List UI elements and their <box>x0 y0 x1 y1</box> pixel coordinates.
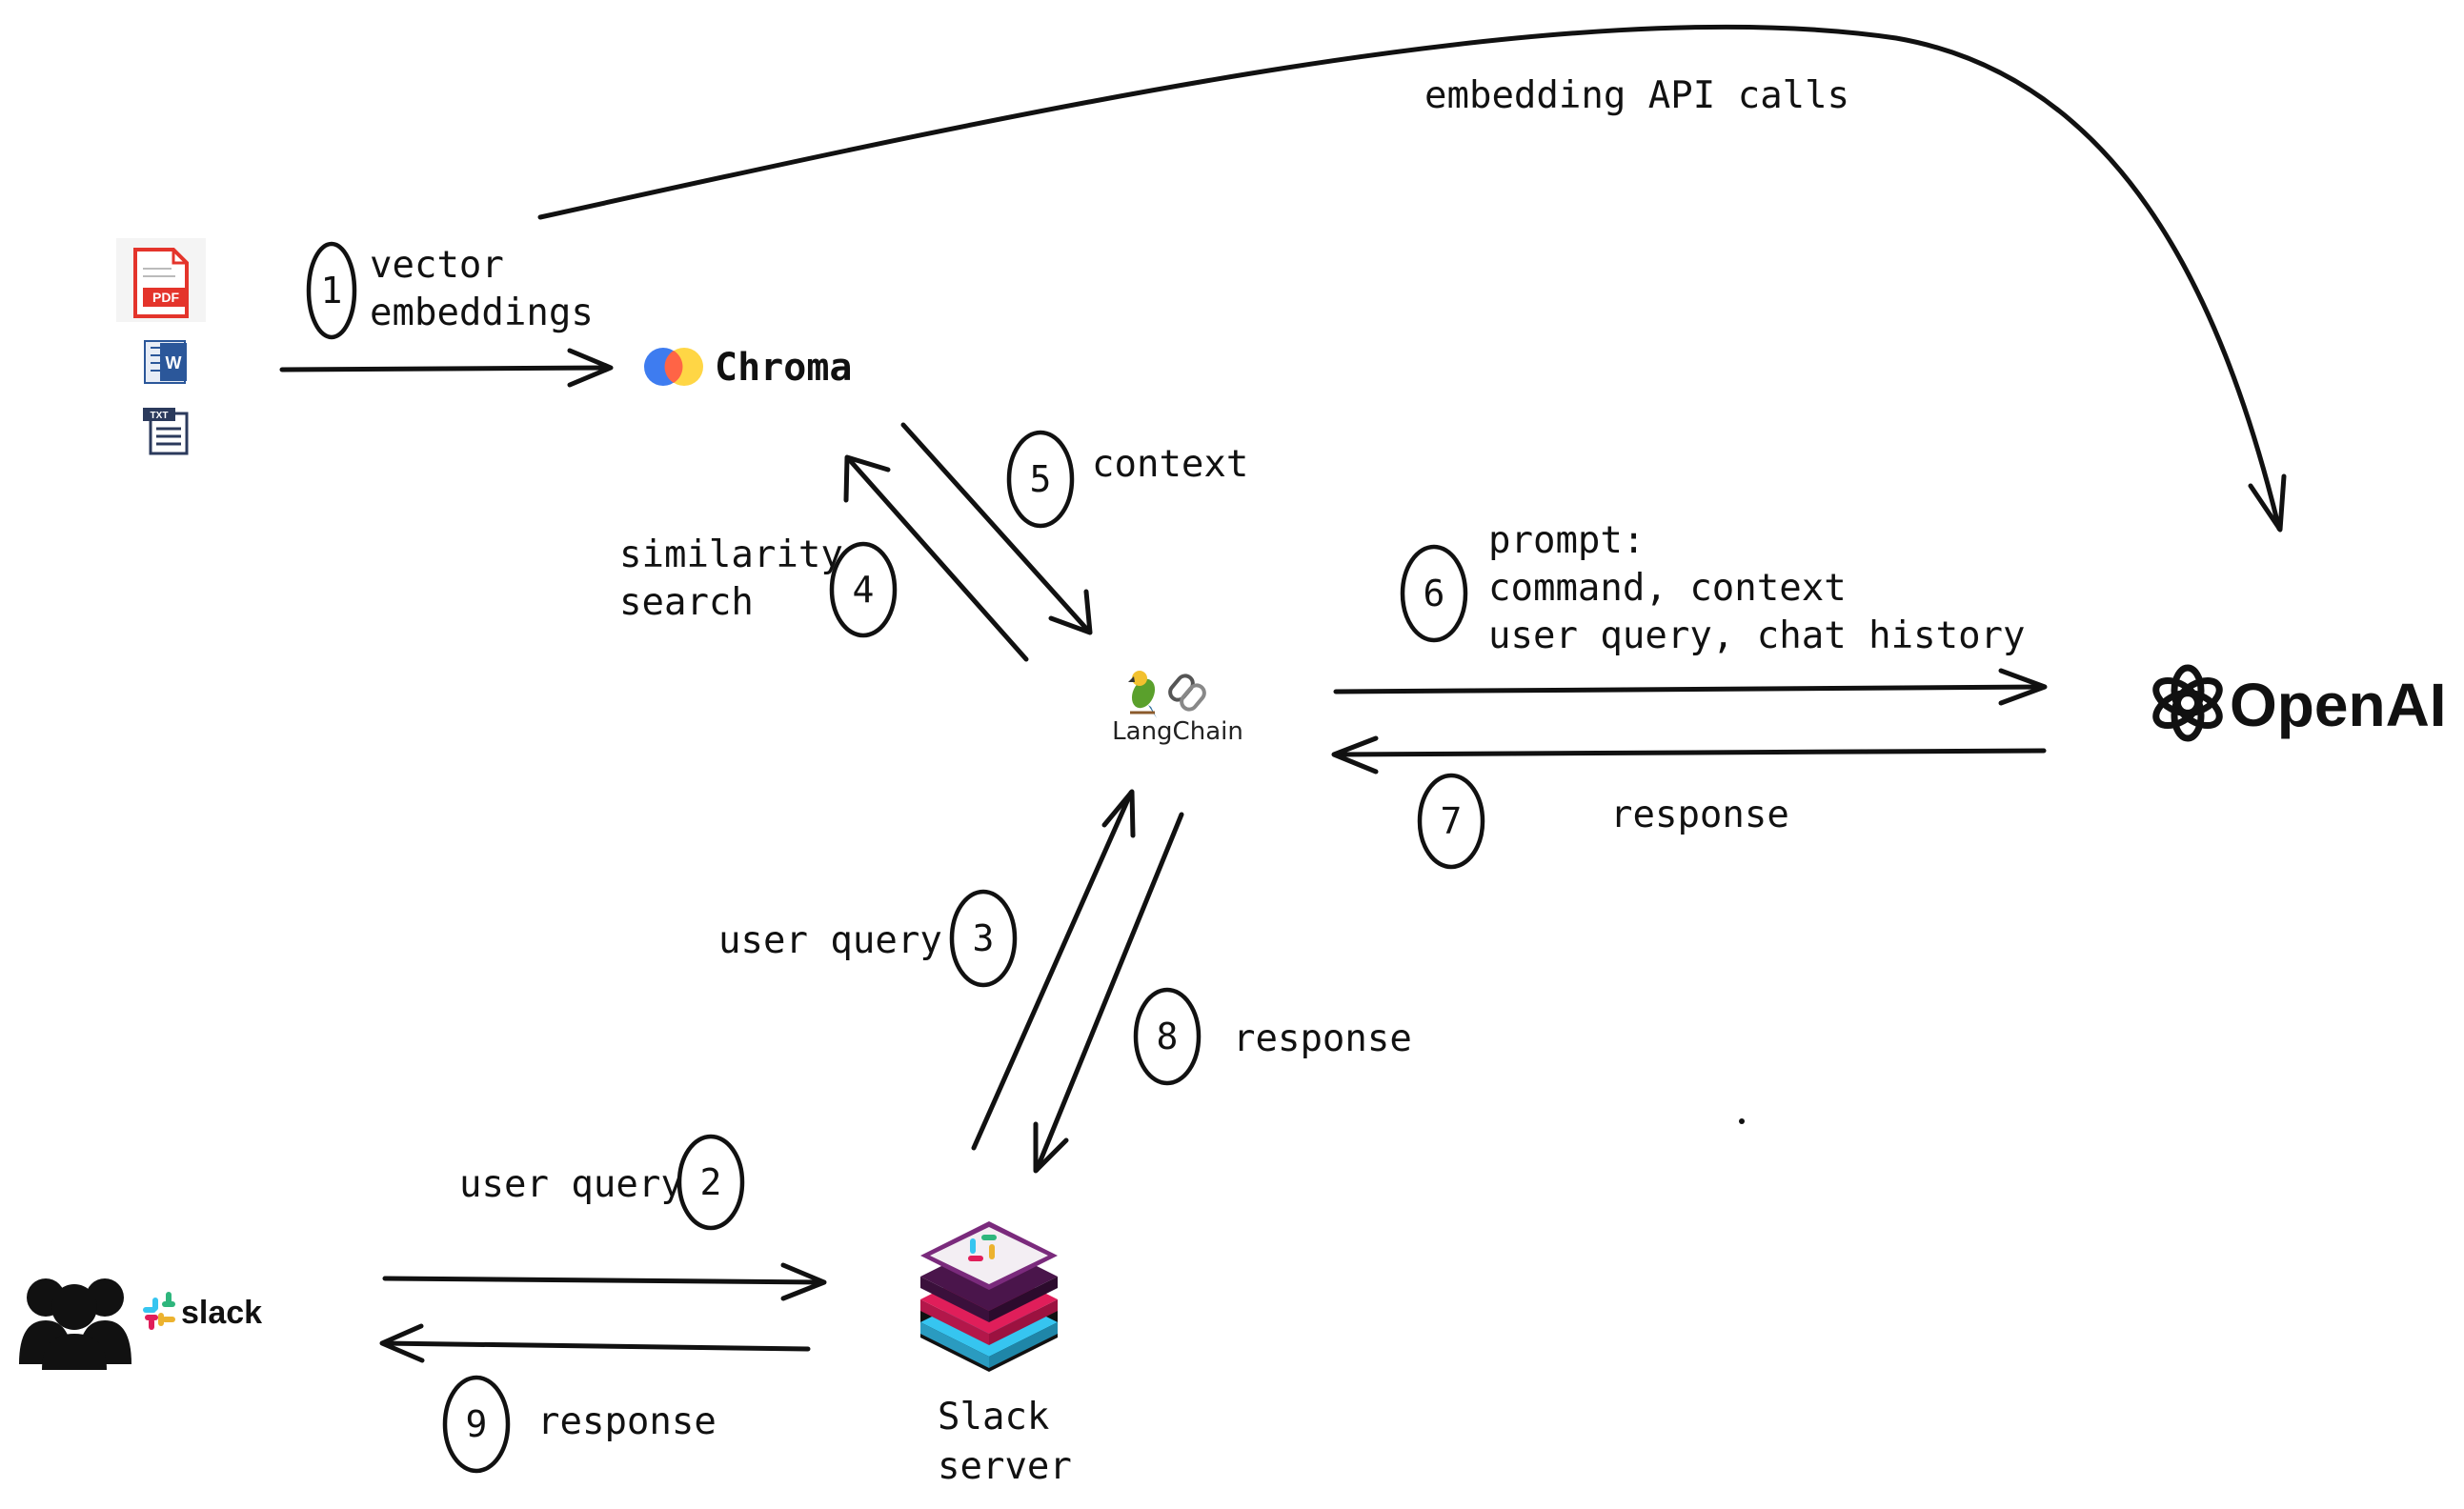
txt-label: TXT <box>151 411 169 421</box>
users-icon <box>19 1278 131 1370</box>
arrowhead-4 <box>843 454 891 503</box>
label-prompt: prompt: <box>1488 519 1645 562</box>
step-number-6: 6 <box>1424 573 1445 614</box>
arrow-1 <box>279 365 613 372</box>
label-response-7: response <box>1610 794 1789 836</box>
word-file-icon: W <box>144 340 187 384</box>
openai-logo-icon <box>2152 664 2223 742</box>
arrow-5 <box>900 422 1092 634</box>
chain-link-icon <box>1168 674 1206 712</box>
pdf-label: PDF <box>152 290 179 305</box>
step-number-2: 2 <box>700 1161 722 1203</box>
chroma-label: Chroma <box>715 346 853 390</box>
arrow-embedding-api <box>537 24 2282 532</box>
chroma-logo-icon <box>644 348 703 386</box>
arrowhead-embedding-api <box>2248 473 2287 533</box>
document-icons: PDF W TXT <box>116 238 206 455</box>
slack-server-stack-icon <box>920 1221 1058 1372</box>
arrow-9 <box>380 1340 811 1352</box>
step-labels: vector embeddings embedding API calls co… <box>370 74 2026 1488</box>
arrow-2 <box>382 1276 826 1285</box>
word-label: W <box>166 353 182 372</box>
label-command-context: command, context <box>1488 567 1847 610</box>
label-similarity: similarity <box>619 533 843 576</box>
step-number-1: 1 <box>321 270 343 312</box>
label-embeddings: embeddings <box>370 292 594 334</box>
arrowhead-6 <box>1998 668 2048 706</box>
arrowhead-3 <box>1101 789 1136 838</box>
label-user-query-chat-history: user query, chat history <box>1488 614 2026 657</box>
arrowhead-1 <box>567 348 614 388</box>
arrow-7 <box>1332 748 2047 757</box>
arrow-8 <box>1034 812 1184 1173</box>
arrows <box>279 24 2287 1363</box>
slack-logo-icon <box>143 1292 175 1330</box>
arrowhead-5 <box>1048 589 1093 635</box>
label-server: server <box>938 1445 1072 1488</box>
slack-users-node: slack <box>19 1278 262 1370</box>
step-number-8: 8 <box>1157 1016 1179 1057</box>
chroma-node: Chroma <box>644 346 853 390</box>
slack-server-hash-logo <box>968 1235 997 1261</box>
langchain-node: LangChain <box>1112 671 1243 746</box>
label-user-query-3: user query <box>718 919 942 962</box>
label-vector: vector <box>370 244 504 287</box>
openai-node: OpenAI <box>2152 664 2447 742</box>
langchain-label: LangChain <box>1112 717 1243 746</box>
step-number-7: 7 <box>1441 800 1463 842</box>
step-numbers: 1 2 3 4 5 6 7 8 9 <box>306 241 1485 1474</box>
step-number-4: 4 <box>853 569 875 611</box>
label-user-query-2: user query <box>459 1163 683 1206</box>
openai-label: OpenAI <box>2230 671 2447 739</box>
step-number-3: 3 <box>973 917 995 959</box>
stray-dot <box>1739 1118 1745 1124</box>
step-number-5: 5 <box>1030 458 1052 500</box>
arrowhead-8 <box>1033 1121 1069 1174</box>
label-slack: Slack <box>938 1396 1049 1439</box>
arrowhead-9 <box>379 1323 425 1363</box>
arrowhead-2 <box>780 1262 827 1301</box>
arrow-4 <box>845 455 1029 662</box>
arrowhead-7 <box>1331 735 1379 775</box>
parrot-icon <box>1128 671 1157 718</box>
label-embedding-api-calls: embedding API calls <box>1424 74 1849 117</box>
label-search: search <box>619 581 754 624</box>
arrow-6 <box>1333 684 2047 694</box>
arrow-3 <box>971 790 1134 1151</box>
txt-file-icon: TXT <box>143 408 189 455</box>
label-response-8: response <box>1233 1017 1412 1060</box>
slack-label: slack <box>181 1295 262 1331</box>
pdf-file-icon: PDF <box>116 238 206 322</box>
step-number-9: 9 <box>466 1403 488 1445</box>
label-response-9: response <box>537 1400 717 1443</box>
label-context: context <box>1092 443 1248 486</box>
